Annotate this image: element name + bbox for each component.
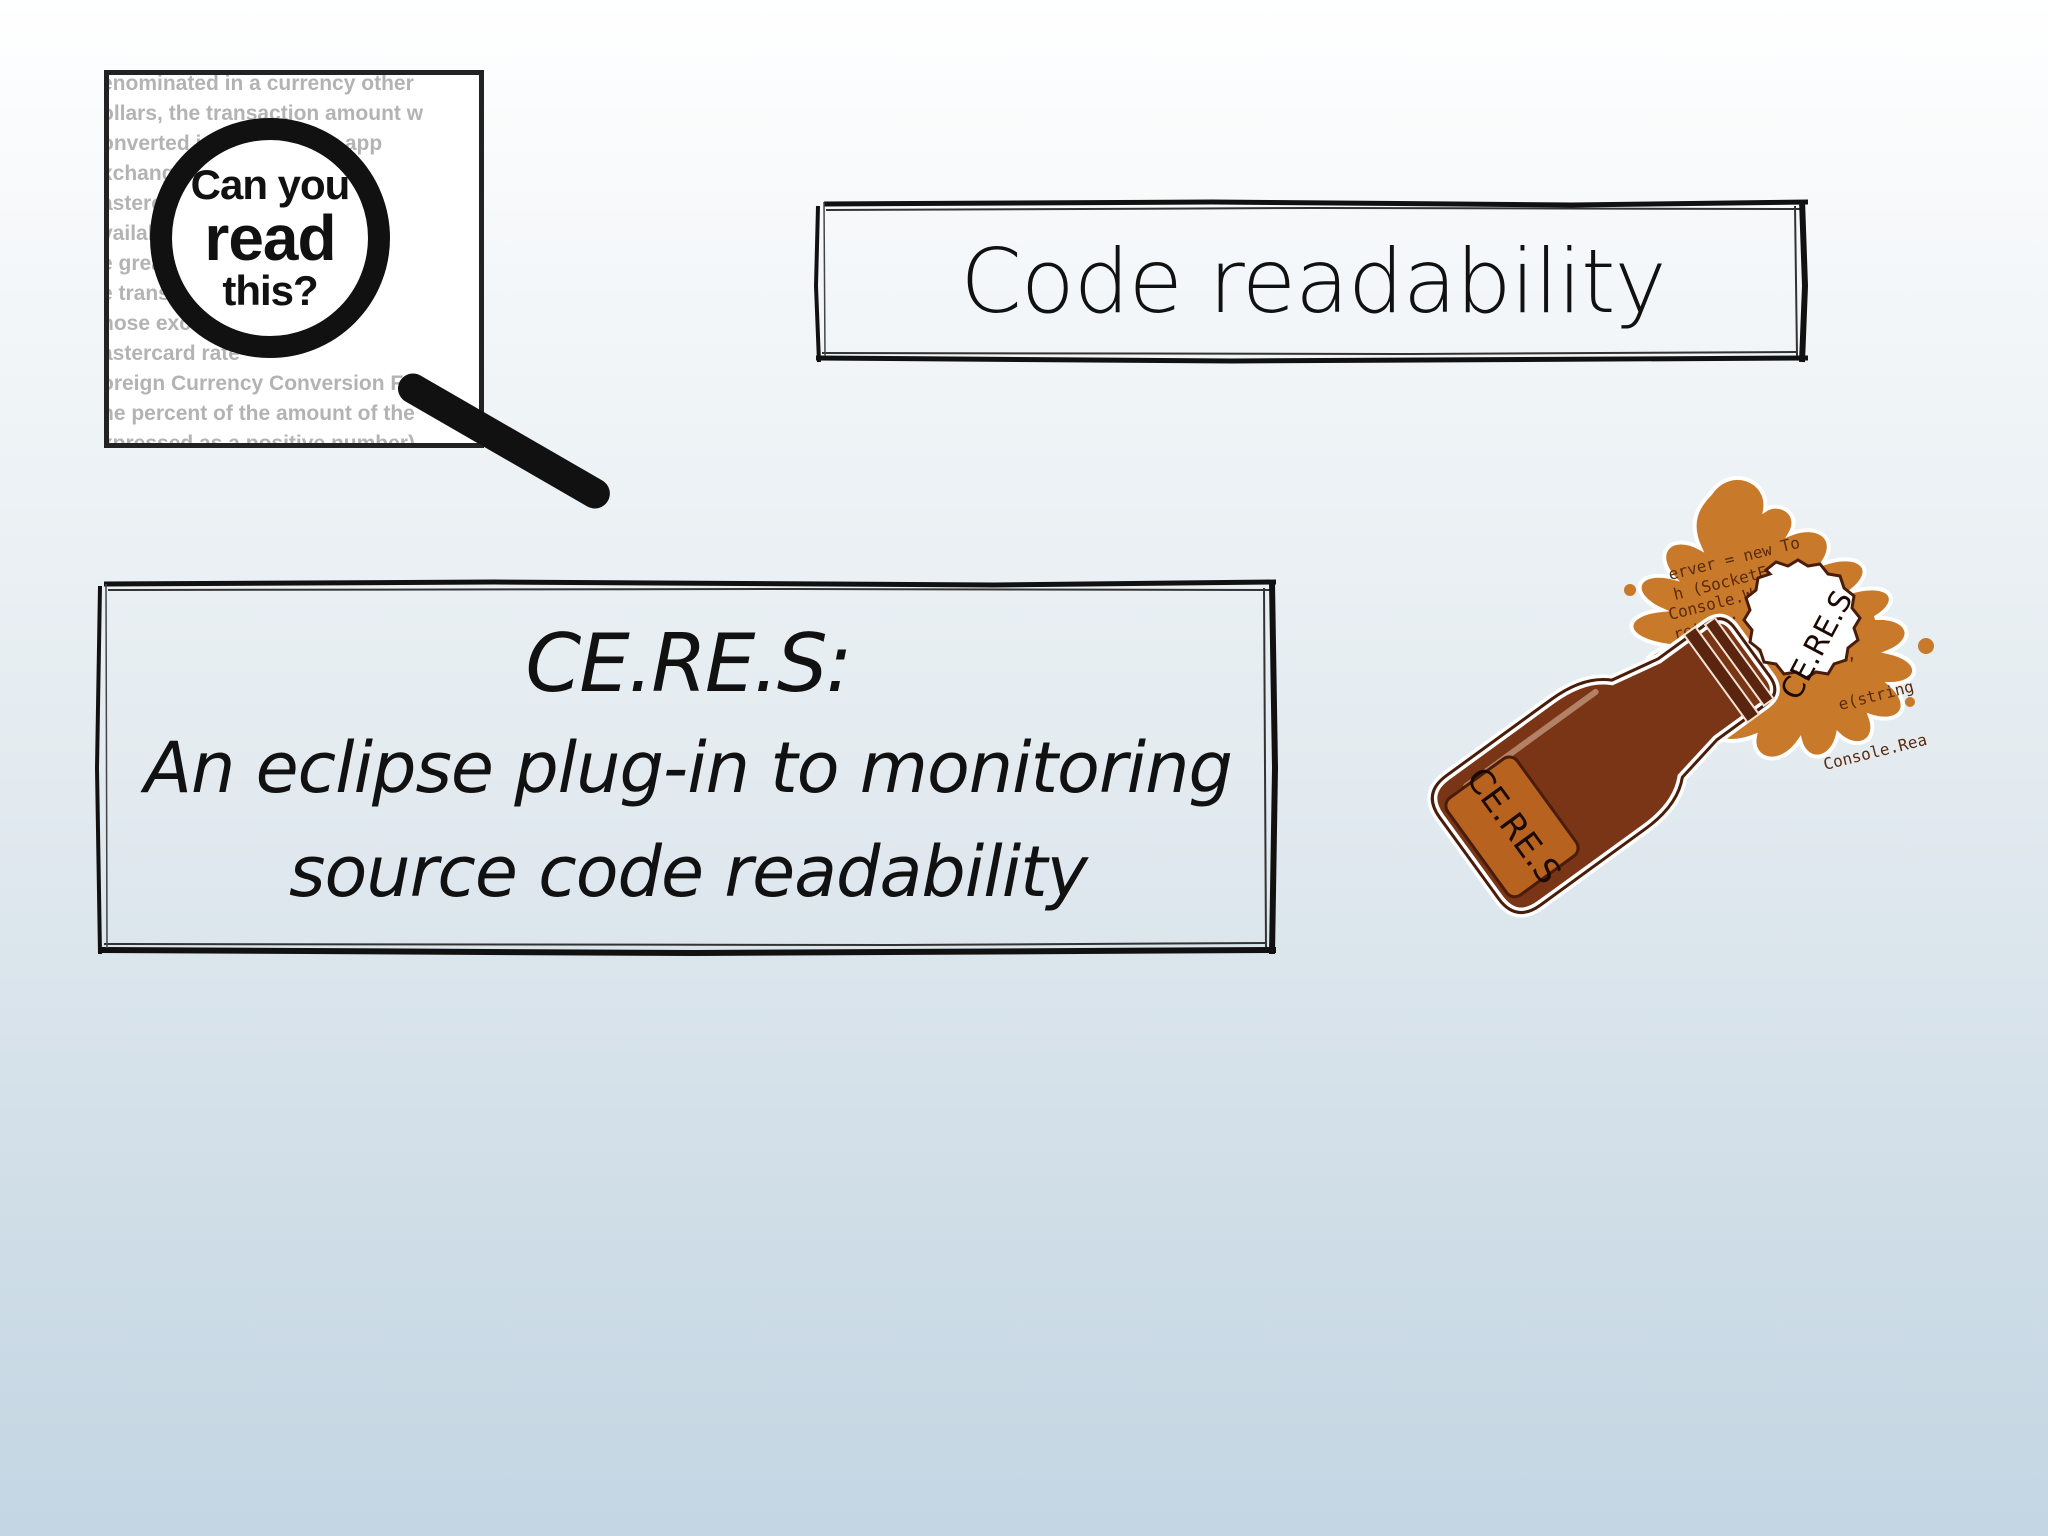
- subtitle-line1: CE.RE.S:: [525, 617, 852, 710]
- lens-text: Can you read this?: [172, 140, 368, 336]
- magnifier-lens: Can you read this?: [150, 118, 390, 358]
- subtitle-box: CE.RE.S: An eclipse plug-in to monitorin…: [94, 578, 1282, 958]
- document-text-line: xpressed as a positive number): [104, 432, 415, 448]
- document-text-line: oreign Currency Conversion Fe: [104, 372, 415, 395]
- document-text-line: astercard rate: [104, 342, 240, 365]
- document-text-line: ollars, the transaction amount w: [104, 102, 424, 125]
- bottle-label: [1444, 755, 1580, 899]
- title-box-frame: [813, 199, 1809, 364]
- document-text-line: he percent of the amount of the: [104, 402, 415, 425]
- title-box: Code readability: [812, 196, 1814, 366]
- splash-drop: [1918, 638, 1934, 654]
- lens-text-line3: this?: [222, 267, 318, 314]
- subtitle-line2: An eclipse plug-in to monitoring: [144, 727, 1233, 809]
- lens-text-line1: Can you: [190, 161, 351, 208]
- splash-drop: [1905, 697, 1915, 707]
- magnifier-illustration: enominated in a currency other ollars, th…: [100, 66, 660, 514]
- subtitle-box-frame: [94, 579, 1279, 957]
- slide-subtitle: CE.RE.S: An eclipse plug-in to monitorin…: [94, 578, 1282, 958]
- bottle-illustration: erver = new To h (SocketExc Console.Wr r…: [1427, 475, 1934, 918]
- document-text-line: enominated in a currency other: [104, 72, 414, 95]
- bottle-body: CE.RE.S: [1427, 613, 1780, 918]
- splash-drop: [1624, 584, 1636, 596]
- slide-title: Code readability: [960, 229, 1666, 333]
- subtitle-line3: source code readability: [288, 831, 1088, 913]
- lens-text-line2: read: [204, 202, 336, 274]
